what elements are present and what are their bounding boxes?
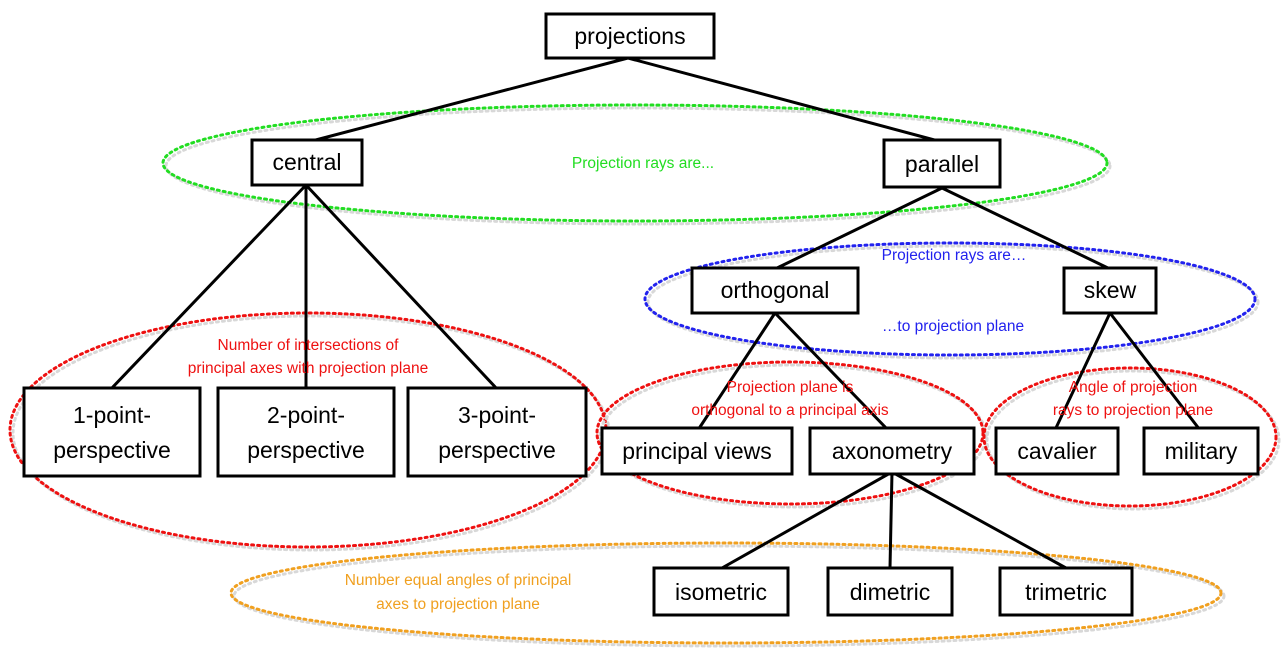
- edges: [108, 56, 1202, 570]
- node-2-point-label-line2: perspective: [247, 437, 365, 463]
- edge-central-3point: [304, 183, 500, 392]
- node-trimetric: trimetric: [998, 566, 1134, 617]
- node-1-point-perspective: 1-point- perspective: [22, 386, 202, 478]
- node-2-point-label-line1: 2-point-: [267, 402, 345, 428]
- annotation-plane-orthogonal-line1: Projection plane is: [727, 379, 854, 396]
- equal-angles-ellipse: [229, 541, 1223, 645]
- annotation-equal-angles-line2: axes to projection plane: [376, 596, 540, 613]
- node-projections-label: projections: [574, 23, 685, 49]
- rays-ellipse-green: [161, 103, 1109, 223]
- group-plane-orthogonal: [595, 360, 988, 509]
- rays-ellipse-blue: [643, 241, 1257, 357]
- edge-orthogonal-principal: [696, 312, 777, 431]
- angle-projection-ellipse: [982, 366, 1278, 508]
- plane-orthogonal-ellipse: [595, 360, 985, 506]
- node-skew-label: skew: [1084, 277, 1137, 303]
- annotation-plane-orthogonal-line2: orthogonal to a principal axis: [691, 402, 889, 419]
- annotation-intersections-line1: Number of intersections of: [218, 337, 400, 354]
- node-2-point-perspective: 2-point- perspective: [216, 386, 396, 478]
- node-isometric: isometric: [652, 566, 790, 617]
- node-parallel: parallel: [882, 138, 1002, 189]
- node-axonometry: axonometry: [808, 426, 976, 476]
- node-dimetric-label: dimetric: [850, 579, 931, 605]
- node-central: central: [250, 138, 364, 187]
- node-orthogonal: orthogonal: [690, 266, 860, 315]
- edge-skew-military: [1108, 312, 1202, 431]
- node-3-point-label-line1: 3-point-: [458, 402, 536, 428]
- node-skew: skew: [1062, 266, 1158, 315]
- annotation-rays-blue-bottom: …to projection plane: [882, 318, 1024, 335]
- node-orthogonal-label: orthogonal: [721, 277, 830, 303]
- node-1-point-label-line2: perspective: [53, 437, 171, 463]
- node-principal-views: principal views: [600, 426, 794, 476]
- node-central-label: central: [272, 149, 341, 175]
- node-dimetric: dimetric: [826, 566, 954, 617]
- edge-central-1point: [108, 183, 308, 392]
- annotation-angle-projection-line2: rays to projection plane: [1053, 402, 1213, 419]
- node-cavalier-label: cavalier: [1017, 438, 1097, 464]
- node-1-point-label-line1: 1-point-: [73, 402, 151, 428]
- edge-parallel-skew: [941, 186, 1111, 271]
- group-rays-blue: [643, 241, 1260, 360]
- edge-axonometry-isometric: [721, 470, 893, 570]
- edge-orthogonal-axonometry: [773, 311, 890, 432]
- edge-parallel-orthogonal: [774, 186, 943, 271]
- edge-axonometry-dimetric: [888, 471, 894, 569]
- edge-projections-parallel: [627, 56, 943, 144]
- node-trimetric-label: trimetric: [1025, 579, 1107, 605]
- annotation-rays-blue-top: Projection rays are…: [882, 247, 1027, 264]
- group-equal-angles: [229, 541, 1226, 648]
- node-principal-views-label: principal views: [622, 438, 772, 464]
- node-axonometry-label: axonometry: [832, 438, 953, 464]
- annotation-intersections-line2: principal axes with projection plane: [188, 360, 428, 377]
- annotation-equal-angles-line1: Number equal angles of principal: [345, 572, 572, 589]
- node-military-label: military: [1165, 438, 1238, 464]
- node-projections: projections: [544, 12, 716, 60]
- annotation-rays-green: Projection rays are...: [572, 155, 714, 172]
- node-parallel-label: parallel: [905, 151, 979, 177]
- node-cavalier: cavalier: [994, 426, 1120, 476]
- node-3-point-label-line2: perspective: [438, 437, 556, 463]
- node-isometric-label: isometric: [675, 579, 767, 605]
- edge-projections-central: [307, 56, 629, 144]
- annotation-angle-projection-line1: Angle of projection: [1069, 379, 1197, 396]
- node-3-point-perspective: 3-point- perspective: [406, 386, 588, 478]
- group-rays-green: [161, 103, 1112, 226]
- node-military: military: [1142, 426, 1260, 476]
- edge-skew-cavalier: [1053, 312, 1112, 431]
- group-angle-projection: [982, 366, 1281, 511]
- edge-axonometry-trimetric: [891, 470, 1067, 570]
